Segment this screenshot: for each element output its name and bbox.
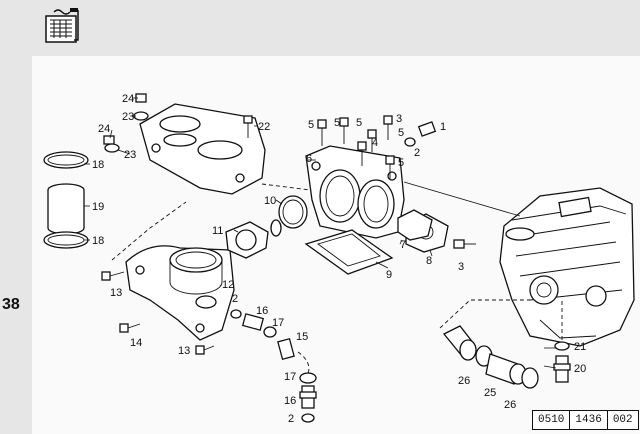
gasket-9	[304, 229, 394, 275]
callout-22: 22	[258, 121, 270, 133]
bolt-3-top	[383, 115, 393, 140]
screw-3-right	[453, 239, 476, 249]
callout-12: 12	[222, 279, 234, 291]
coolant-pump-housing-6	[305, 145, 405, 239]
callout-14: 14	[130, 337, 142, 349]
callout-5-e: 5	[398, 157, 404, 169]
fitting-16-bottom	[299, 385, 317, 409]
top-margin	[0, 0, 640, 56]
callout-26-left: 26	[458, 375, 470, 387]
plug-24-left	[103, 135, 120, 153]
callout-19: 19	[92, 201, 104, 213]
callout-10: 10	[264, 195, 276, 207]
callout-16-center: 16	[256, 305, 268, 317]
seal-21	[554, 341, 570, 351]
engine-assembly	[499, 187, 635, 347]
coolant-pipe-manifold	[125, 245, 235, 341]
drawing-code-part-2: 1436	[569, 411, 606, 429]
callout-25: 25	[484, 387, 496, 399]
page-number: 38	[2, 296, 20, 313]
seal-17-bottom	[299, 372, 317, 384]
seal-17-center	[263, 326, 277, 338]
callout-16-bottom: 16	[284, 395, 296, 407]
callout-1: 1	[440, 121, 446, 133]
fitting-16-center	[241, 313, 265, 331]
bolt-4	[367, 129, 377, 152]
thermostat-housing-block	[139, 103, 266, 195]
callout-5-c: 5	[356, 117, 362, 129]
callout-3-right: 3	[458, 261, 464, 273]
hose-clamp-18-top	[43, 151, 89, 169]
drawing-code-part-1: 0510	[538, 414, 565, 426]
callout-5-b: 5	[334, 117, 340, 129]
callout-4: 4	[372, 137, 378, 149]
callout-9: 9	[386, 269, 392, 281]
fitting-20	[553, 355, 571, 383]
callout-15: 15	[296, 331, 308, 343]
screw-13-bottom	[195, 345, 215, 355]
hose-clamp-26-b	[521, 367, 539, 389]
callout-2-center: 2	[232, 293, 238, 305]
callout-6: 6	[306, 153, 312, 165]
callout-8: 8	[426, 255, 432, 267]
screw-14	[119, 323, 141, 333]
callout-3-top: 3	[396, 113, 402, 125]
callout-5-d: 5	[398, 127, 404, 139]
callout-23-left: 23	[124, 149, 136, 161]
callout-24-top: 24	[122, 93, 134, 105]
callout-2-bottom: 2	[288, 413, 294, 425]
callout-23-top: 23	[122, 111, 134, 123]
left-margin	[0, 56, 32, 434]
callout-11: 11	[212, 225, 223, 237]
hose-26-left	[442, 325, 477, 361]
callout-18-bottom: 18	[92, 235, 104, 247]
callout-5-a: 5	[308, 119, 314, 131]
thermostat-11	[225, 219, 282, 259]
hose-25	[485, 353, 527, 385]
sensor-15	[277, 337, 295, 361]
gasket-7	[397, 209, 433, 241]
drawing-code: 0510 1436 002	[532, 410, 639, 430]
hose-clamp-18-bottom	[43, 231, 89, 249]
washer-2-center	[230, 309, 242, 319]
callout-26-right: 26	[504, 399, 516, 411]
drawing-code-part-3: 002	[606, 411, 638, 429]
bolt-5-c	[357, 141, 367, 166]
plug-1	[404, 121, 437, 147]
bolt-5-d	[385, 155, 395, 180]
callout-2-top: 2	[414, 147, 420, 159]
bolt-5-a	[317, 119, 327, 146]
callout-18-top: 18	[92, 159, 104, 171]
hose-sleeve-19	[47, 183, 85, 235]
callout-13-left: 13	[110, 287, 122, 299]
callout-17-bottom: 17	[284, 371, 296, 383]
bolt-5-b	[339, 117, 349, 144]
callout-7: 7	[400, 239, 406, 251]
washer-2-bottom	[301, 413, 315, 423]
screw-22	[243, 115, 253, 138]
callout-24-left: 24	[98, 123, 110, 135]
screw-13-left	[101, 271, 125, 281]
cooling-system-catalog-icon	[45, 8, 79, 43]
callout-21: 21	[574, 341, 586, 353]
callout-20: 20	[574, 363, 586, 375]
callout-17-center: 17	[272, 317, 284, 329]
callout-13-bottom: 13	[178, 345, 190, 357]
